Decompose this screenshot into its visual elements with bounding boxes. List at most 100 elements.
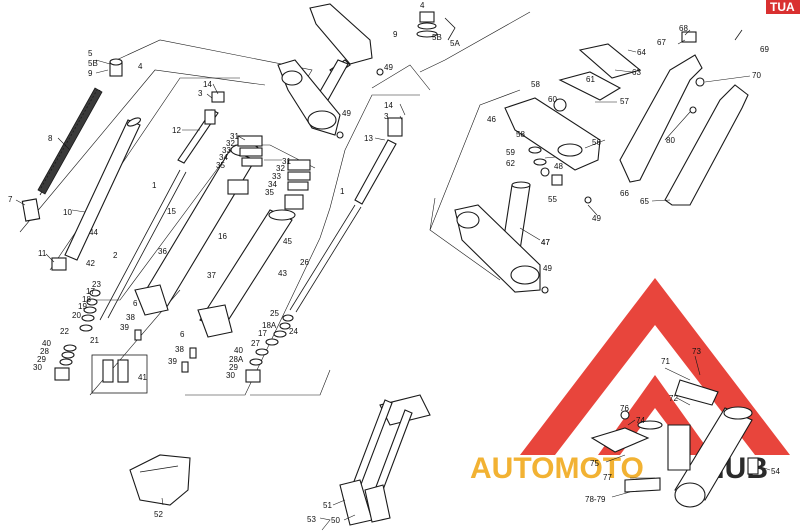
callout-label: 29	[37, 355, 46, 364]
callout-label: 12	[172, 126, 181, 135]
damper-rod-left	[99, 91, 225, 321]
callout-label: 23	[92, 280, 101, 289]
callout-label: 58	[531, 80, 540, 89]
steering-yoke-middle	[504, 43, 642, 204]
fork-slider-left	[134, 135, 263, 316]
callout-label: 20	[72, 311, 81, 320]
callout-label: 37	[207, 271, 216, 280]
callout-label: 5B	[88, 59, 98, 68]
callout-label: 9	[88, 69, 93, 78]
assembled-fork	[339, 394, 431, 526]
callout-label: 7	[8, 195, 13, 204]
callout-label: 70	[752, 71, 761, 80]
callout-label: 3	[384, 112, 389, 121]
callout-label: 56	[592, 138, 601, 147]
callout-label: 6	[180, 330, 185, 339]
callout-label: 14	[384, 101, 393, 110]
callout-label: 64	[637, 48, 646, 57]
steering-yoke-top	[277, 3, 384, 139]
seal-stack-left	[54, 289, 142, 381]
callout-label: 27	[251, 339, 260, 348]
callout-label: 62	[506, 159, 515, 168]
callout-label: 40	[234, 346, 243, 355]
callout-label: 55	[548, 195, 557, 204]
callout-label: 75	[590, 459, 599, 468]
kit-41-box	[91, 354, 148, 394]
callout-label: 31	[282, 157, 291, 166]
callout-label: 66	[620, 189, 629, 198]
callout-label: 31	[230, 132, 239, 141]
spring-8	[37, 87, 103, 196]
callout-label: 60	[548, 95, 557, 104]
callout-label: 80	[666, 136, 675, 145]
callout-label: 19	[78, 302, 87, 311]
callout-label: 38	[175, 345, 184, 354]
leader-lines	[15, 29, 771, 531]
callout-label: 17	[86, 287, 95, 296]
callout-label: 28A	[229, 355, 244, 364]
callout-label: 42	[86, 259, 95, 268]
fork-tube-10	[64, 117, 142, 261]
callout-label: 11	[38, 249, 47, 258]
callout-label: 32	[226, 139, 235, 148]
callout-label: 8	[48, 134, 53, 143]
callout-label: 61	[586, 75, 595, 84]
callout-label: 47	[541, 238, 550, 247]
fork-cap-5	[109, 58, 123, 77]
callout-label: 32	[276, 164, 285, 173]
callout-label: 54	[771, 467, 780, 476]
callout-label: 63	[632, 68, 641, 77]
callout-label: 40	[42, 339, 51, 348]
callout-label: 14	[203, 80, 212, 89]
callout-label: 15	[167, 207, 176, 216]
callout-label: 3	[198, 89, 203, 98]
callout-label: 5B	[432, 33, 442, 42]
parts-bag-52	[129, 454, 191, 506]
steering-stem-lower	[454, 181, 549, 294]
callout-label: 4	[420, 1, 425, 10]
callout-label: 39	[168, 357, 177, 366]
fork-spring-assembly	[21, 58, 142, 271]
callout-label: 49	[592, 214, 601, 223]
callout-label: 44	[89, 228, 98, 237]
callout-label: 53	[307, 515, 316, 524]
callout-label: 25	[270, 309, 279, 318]
callout-label: 77	[603, 473, 612, 482]
callout-label: 6	[133, 299, 138, 308]
callout-label: 9	[393, 30, 398, 39]
callout-label: 33	[272, 172, 281, 181]
callout-label: 30	[33, 363, 42, 372]
callout-label: 24	[289, 327, 298, 336]
callout-label: 49	[543, 264, 552, 273]
callout-label: 33	[222, 146, 231, 155]
callout-label: 16	[218, 232, 227, 241]
callout-label: 49	[384, 63, 393, 72]
callout-label: 10	[63, 208, 72, 217]
callout-label: 41	[138, 373, 147, 382]
callout-label: 68	[679, 24, 688, 33]
callout-label: 36	[158, 247, 167, 256]
callout-label: 4	[138, 62, 143, 71]
corner-tag-bg	[766, 0, 800, 14]
bearing-kit-4	[416, 11, 456, 41]
callout-label: 45	[283, 237, 292, 246]
callout-label: 72	[669, 394, 678, 403]
callout-label: 52	[154, 510, 163, 519]
callout-label: 71	[661, 357, 670, 366]
spacer-7	[21, 198, 41, 222]
callout-label: 13	[364, 134, 373, 143]
callout-label: 76	[620, 404, 629, 413]
callout-label: 28	[40, 347, 49, 356]
callout-label: 5	[88, 49, 93, 58]
watermark-logo: AUTOMOTO HUB	[470, 278, 790, 485]
callout-label: 35	[216, 161, 225, 170]
callout-label: 50	[331, 516, 340, 525]
handlebar-assembly	[619, 29, 749, 206]
callout-label: 18A	[262, 321, 277, 330]
callout-label: 58	[516, 130, 525, 139]
callout-label: 51	[323, 501, 332, 510]
corner-tag: TUA	[770, 0, 795, 14]
callout-label: 57	[620, 97, 629, 106]
callout-label: 59	[506, 148, 515, 157]
